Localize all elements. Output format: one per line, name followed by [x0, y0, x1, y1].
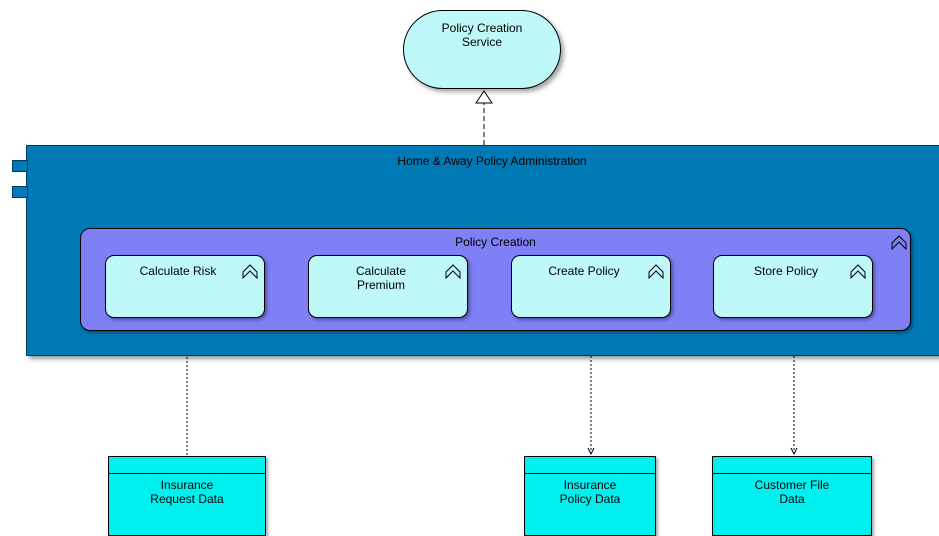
step-create-policy[interactable]: Create Policy	[511, 255, 671, 318]
step-store-policy[interactable]: Store Policy	[713, 255, 873, 318]
component-label: Home & Away Policy Administration	[397, 154, 587, 168]
process-arrow-icon	[891, 235, 907, 250]
data-object-insurance-policy[interactable]: Insurance Policy Data	[524, 456, 656, 536]
data-object-header-band	[713, 457, 871, 474]
step-calculate-risk[interactable]: Calculate Risk	[105, 255, 265, 318]
process-arrow-icon	[242, 264, 258, 279]
step-label: Calculate Premium	[355, 264, 407, 292]
data-object-label: Insurance Policy Data	[559, 478, 621, 506]
data-object-customer-file[interactable]: Customer File Data	[712, 456, 872, 536]
step-calculate-premium[interactable]: Calculate Premium	[308, 255, 468, 318]
data-object-header-band	[109, 457, 265, 474]
step-label: Store Policy	[753, 264, 819, 278]
step-label: Calculate Risk	[139, 264, 217, 278]
policy-creation-service[interactable]: Policy Creation Service	[403, 10, 561, 89]
process-label: Policy Creation	[455, 235, 536, 249]
service-label: Policy Creation Service	[441, 21, 523, 49]
data-object-label: Insurance Request Data	[150, 478, 224, 506]
access-arrowhead-write-1	[587, 447, 595, 456]
process-arrow-icon	[445, 264, 461, 279]
component-icon-tab-top	[12, 160, 28, 172]
data-object-header-band	[525, 457, 655, 474]
access-arrowhead-write-2	[790, 447, 798, 456]
component-icon-tab-bottom	[12, 186, 28, 198]
data-object-label: Customer File Data	[754, 478, 830, 506]
realization-arrowhead	[475, 90, 493, 104]
data-object-insurance-request[interactable]: Insurance Request Data	[108, 456, 266, 536]
process-arrow-icon	[850, 264, 866, 279]
process-arrow-icon	[648, 264, 664, 279]
step-label: Create Policy	[548, 264, 620, 278]
